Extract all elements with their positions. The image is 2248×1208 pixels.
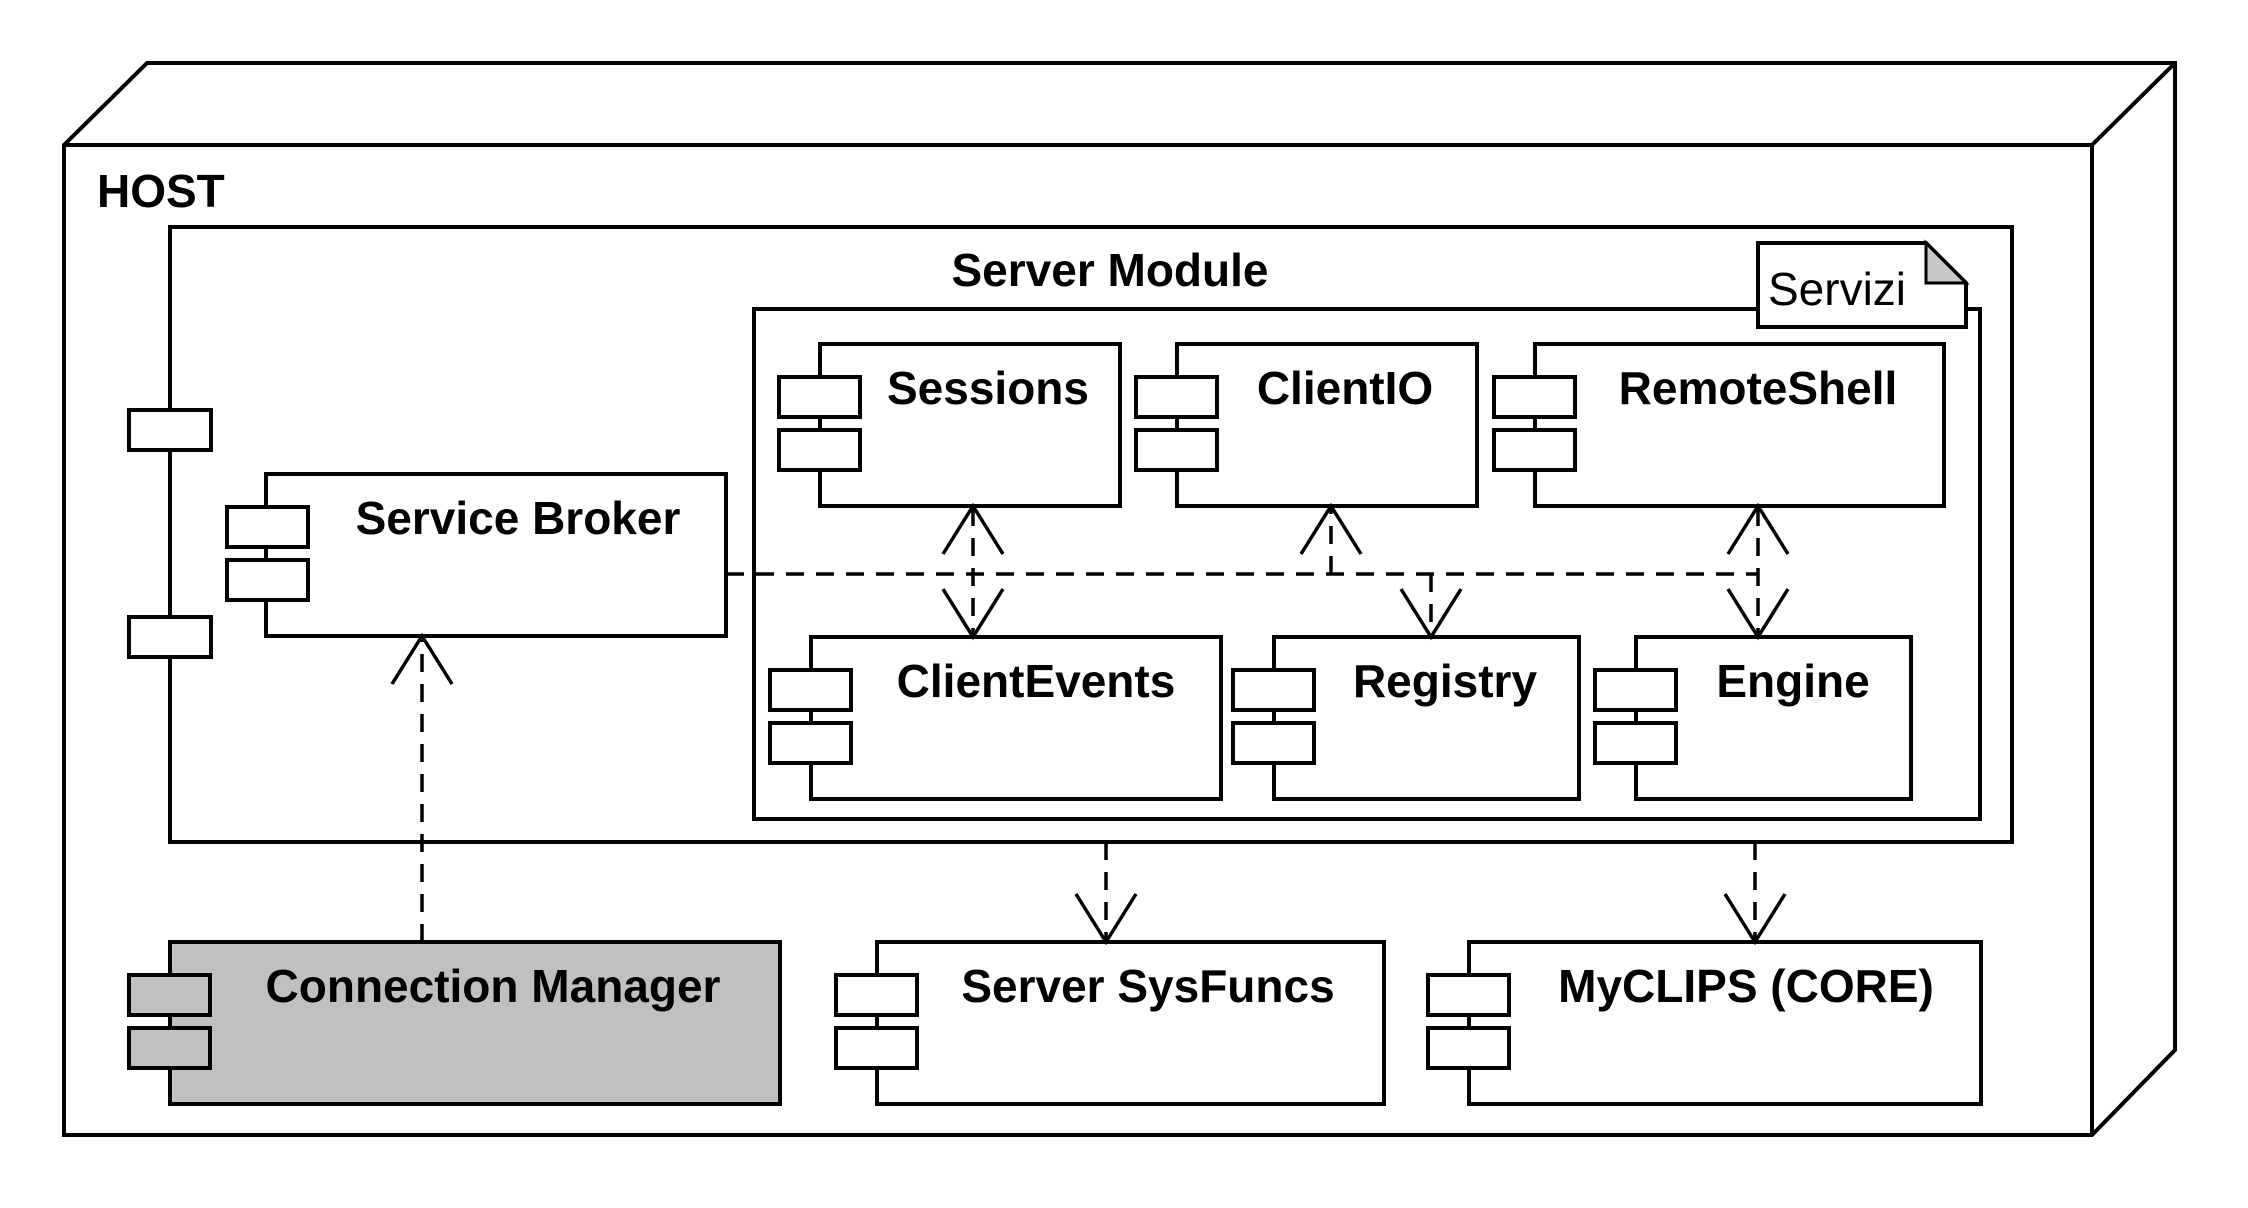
- component-icon: [225, 558, 310, 602]
- service-broker-label: Service Broker: [356, 492, 681, 544]
- myclips-core-component: MyCLIPS (CORE): [1426, 940, 1983, 1106]
- component-icon: [1134, 428, 1219, 472]
- arrowhead: [1299, 502, 1363, 555]
- arrowhead: [1726, 588, 1790, 641]
- component-icon: [1492, 375, 1577, 419]
- registry-component: Registry: [1231, 635, 1581, 801]
- component-icon: [1231, 668, 1316, 712]
- client-events-label: ClientEvents: [897, 655, 1176, 707]
- client-io-label: ClientIO: [1257, 362, 1433, 414]
- arrowhead: [1726, 502, 1790, 555]
- component-icon: [127, 1026, 212, 1070]
- component-icon: [834, 973, 919, 1017]
- component-icon: [1593, 668, 1678, 712]
- registry-label: Registry: [1353, 655, 1537, 707]
- component-icon: [1134, 375, 1219, 419]
- component-icon: [1426, 973, 1511, 1017]
- service-broker-component: Service Broker: [225, 472, 728, 638]
- component-icon: [777, 375, 862, 419]
- arrowhead: [1399, 588, 1463, 641]
- component-icon: [127, 973, 212, 1017]
- component-icon: [768, 721, 853, 765]
- host-label: HOST: [97, 165, 225, 217]
- component-icon: [1231, 721, 1316, 765]
- arrowhead: [1074, 893, 1138, 946]
- services-note-label: Servizi: [1768, 263, 1906, 315]
- engine-component: Engine: [1593, 635, 1913, 801]
- component-icon: [1426, 1026, 1511, 1070]
- sessions-label: Sessions: [887, 362, 1089, 414]
- component-icon: [768, 668, 853, 712]
- component-icon: [834, 1026, 919, 1070]
- server-sysfuncs-label: Server SysFuncs: [961, 960, 1334, 1012]
- arrowhead: [390, 632, 454, 685]
- component-icon: [1593, 721, 1678, 765]
- arrowhead: [1723, 893, 1787, 946]
- client-io-component: ClientIO: [1134, 342, 1479, 508]
- remote-shell-component: RemoteShell: [1492, 342, 1946, 508]
- connection-manager-component: Connection Manager: [127, 940, 782, 1106]
- component-icon: [1492, 428, 1577, 472]
- engine-label: Engine: [1716, 655, 1869, 707]
- server-sysfuncs-component: Server SysFuncs: [834, 940, 1386, 1106]
- sessions-component: Sessions: [777, 342, 1122, 508]
- component-icon: [225, 505, 310, 549]
- server-module-label: Server Module: [952, 244, 1269, 296]
- dependencies: [390, 502, 1790, 946]
- connection-manager-label: Connection Manager: [266, 960, 721, 1012]
- component-icon: [777, 428, 862, 472]
- server-module-port-upper: [127, 408, 213, 452]
- myclips-core-label: MyCLIPS (CORE): [1558, 960, 1934, 1012]
- arrowhead: [941, 502, 1005, 555]
- arrowhead: [941, 588, 1005, 641]
- remote-shell-label: RemoteShell: [1619, 362, 1898, 414]
- client-events-component: ClientEvents: [768, 635, 1223, 801]
- server-module-port-lower: [127, 615, 213, 659]
